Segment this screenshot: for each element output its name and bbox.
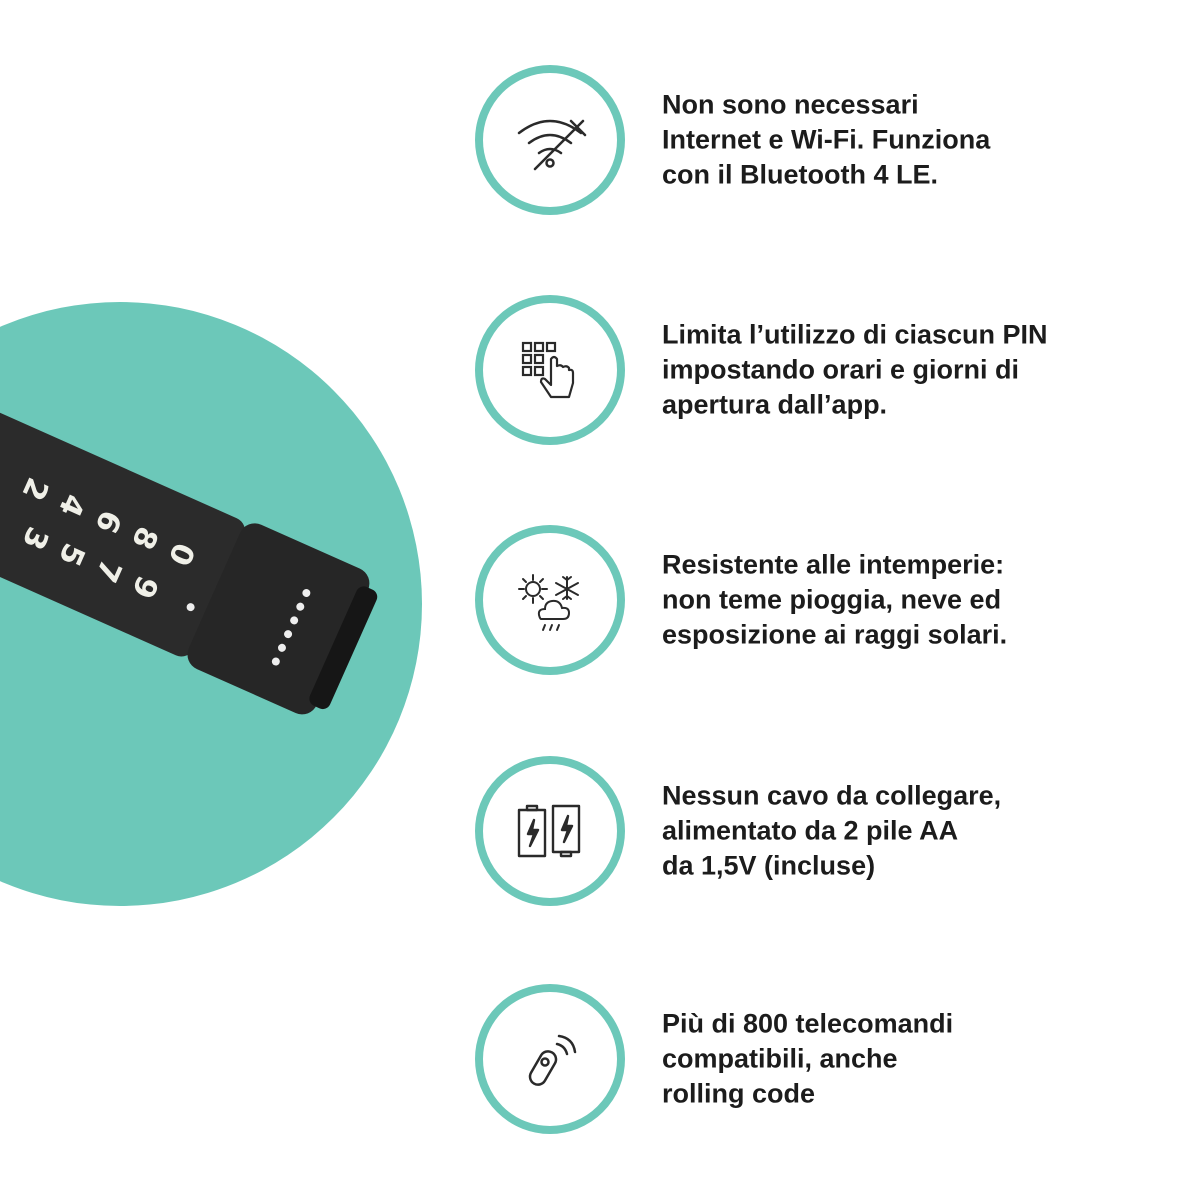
feature-line: Internet e Wi-Fi. Funziona bbox=[662, 124, 991, 155]
weather-icon bbox=[475, 525, 625, 675]
feature-line: esposizione ai raggi solari. bbox=[662, 619, 1008, 650]
feature-pin-schedule: Limita l’utilizzo di ciascun PIN imposta… bbox=[475, 295, 1175, 445]
feature-no-internet: Non sono necessari Internet e Wi-Fi. Fun… bbox=[475, 65, 1175, 215]
feature-text: Resistente alle intemperie: non teme pio… bbox=[662, 548, 1182, 653]
feature-line: Limita l’utilizzo di ciascun PIN bbox=[662, 319, 1048, 350]
feature-line: Più di 800 telecomandi bbox=[662, 1008, 954, 1039]
feature-text: Più di 800 telecomandi compatibili, anch… bbox=[662, 1007, 1182, 1112]
feature-line: compatibili, anche bbox=[662, 1043, 898, 1074]
feature-line: alimentato da 2 pile AA bbox=[662, 815, 959, 846]
feature-remote-compat: Più di 800 telecomandi compatibili, anch… bbox=[475, 984, 1175, 1134]
feature-weather-resistant: Resistente alle intemperie: non teme pio… bbox=[475, 525, 1175, 675]
feature-text: Limita l’utilizzo di ciascun PIN imposta… bbox=[662, 318, 1182, 423]
keypad-touch-icon bbox=[475, 295, 625, 445]
feature-line: Resistente alle intemperie: bbox=[662, 549, 1005, 580]
feature-line: non teme pioggia, neve ed bbox=[662, 584, 1002, 615]
feature-line: con il Bluetooth 4 LE. bbox=[662, 159, 938, 190]
wifi-off-icon bbox=[475, 65, 625, 215]
feature-text: Nessun cavo da collegare, alimentato da … bbox=[662, 779, 1182, 884]
feature-line: Non sono necessari bbox=[662, 89, 919, 120]
feature-battery: Nessun cavo da collegare, alimentato da … bbox=[475, 756, 1175, 906]
battery-icon bbox=[475, 756, 625, 906]
feature-line: apertura dall’app. bbox=[662, 389, 888, 420]
feature-line: impostando orari e giorni di bbox=[662, 354, 1020, 385]
feature-text: Non sono necessari Internet e Wi-Fi. Fun… bbox=[662, 88, 1182, 193]
feature-line: rolling code bbox=[662, 1078, 816, 1109]
feature-line: da 1,5V (incluse) bbox=[662, 850, 876, 881]
remote-control-icon bbox=[475, 984, 625, 1134]
feature-line: Nessun cavo da collegare, bbox=[662, 780, 1002, 811]
